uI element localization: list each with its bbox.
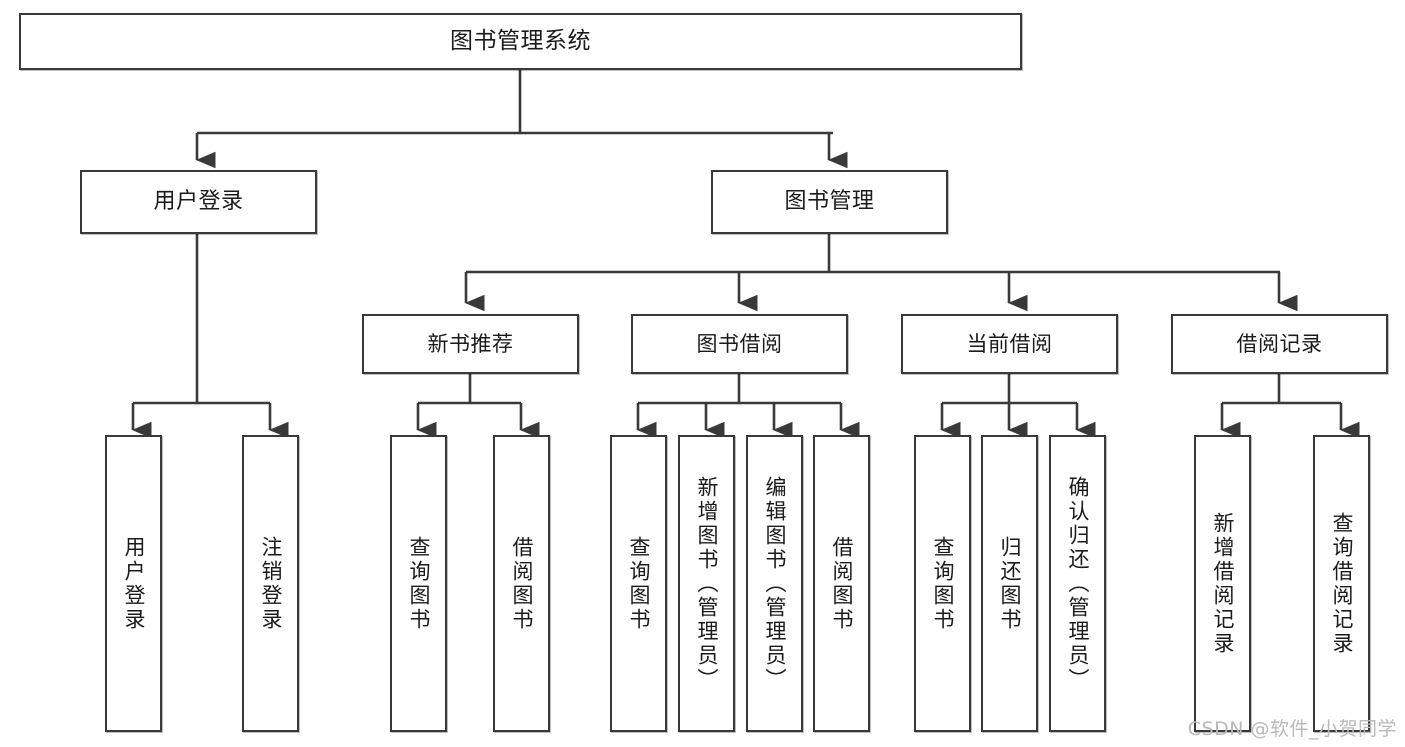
- node-leaf-query-book-1[interactable]: 查询图书: [390, 435, 447, 732]
- node-leaf-edit-book[interactable]: 编辑图书（管理员）: [746, 435, 803, 732]
- node-leaf-user-login[interactable]: 用户登录: [105, 435, 162, 732]
- node-leaf-logout-label: 注销登录: [259, 535, 283, 632]
- node-leaf-query-book-2[interactable]: 查询图书: [610, 435, 667, 732]
- node-book-borrow[interactable]: 图书借阅: [631, 314, 848, 374]
- node-leaf-query-book-3-label: 查询图书: [931, 535, 955, 632]
- node-leaf-add-book-label: 新增图书（管理员）: [695, 475, 719, 692]
- node-leaf-add-record[interactable]: 新增借阅记录: [1194, 435, 1251, 732]
- node-current-borrow[interactable]: 当前借阅: [901, 314, 1118, 374]
- node-new-book-recommend-label: 新书推荐: [427, 331, 514, 356]
- watermark: CSDN @软件_小贺同学: [1187, 718, 1397, 740]
- node-user-login[interactable]: 用户登录: [80, 170, 317, 234]
- node-user-login-label: 用户登录: [153, 189, 244, 215]
- node-leaf-confirm-return-label: 确认归还（管理员）: [1066, 475, 1090, 692]
- node-leaf-user-login-label: 用户登录: [122, 535, 146, 632]
- node-leaf-query-record[interactable]: 查询借阅记录: [1313, 435, 1370, 732]
- node-leaf-confirm-return[interactable]: 确认归还（管理员）: [1049, 435, 1106, 732]
- node-leaf-query-book-3[interactable]: 查询图书: [914, 435, 971, 732]
- node-current-borrow-label: 当前借阅: [966, 331, 1053, 356]
- node-leaf-borrow-book-1[interactable]: 借阅图书: [493, 435, 550, 732]
- node-leaf-return-book-label: 归还图书: [998, 535, 1022, 632]
- node-book-manage[interactable]: 图书管理: [711, 170, 948, 234]
- node-book-manage-label: 图书管理: [784, 189, 875, 215]
- node-leaf-return-book[interactable]: 归还图书: [981, 435, 1038, 732]
- node-leaf-query-record-label: 查询借阅记录: [1330, 511, 1354, 656]
- node-borrow-record-label: 借阅记录: [1236, 331, 1323, 356]
- node-leaf-edit-book-label: 编辑图书（管理员）: [763, 475, 787, 692]
- node-leaf-logout[interactable]: 注销登录: [242, 435, 299, 732]
- node-new-book-recommend[interactable]: 新书推荐: [362, 314, 579, 374]
- node-book-borrow-label: 图书借阅: [696, 331, 783, 356]
- node-leaf-add-book[interactable]: 新增图书（管理员）: [678, 435, 735, 732]
- node-leaf-query-book-2-label: 查询图书: [627, 535, 651, 632]
- node-leaf-query-book-1-label: 查询图书: [407, 535, 431, 632]
- node-root-label: 图书管理系统: [450, 28, 591, 55]
- node-leaf-borrow-book-2[interactable]: 借阅图书: [813, 435, 870, 732]
- node-leaf-add-record-label: 新增借阅记录: [1211, 511, 1235, 656]
- node-leaf-borrow-book-1-label: 借阅图书: [510, 535, 534, 632]
- node-borrow-record[interactable]: 借阅记录: [1171, 314, 1388, 374]
- node-root[interactable]: 图书管理系统: [19, 13, 1022, 70]
- node-leaf-borrow-book-2-label: 借阅图书: [830, 535, 854, 632]
